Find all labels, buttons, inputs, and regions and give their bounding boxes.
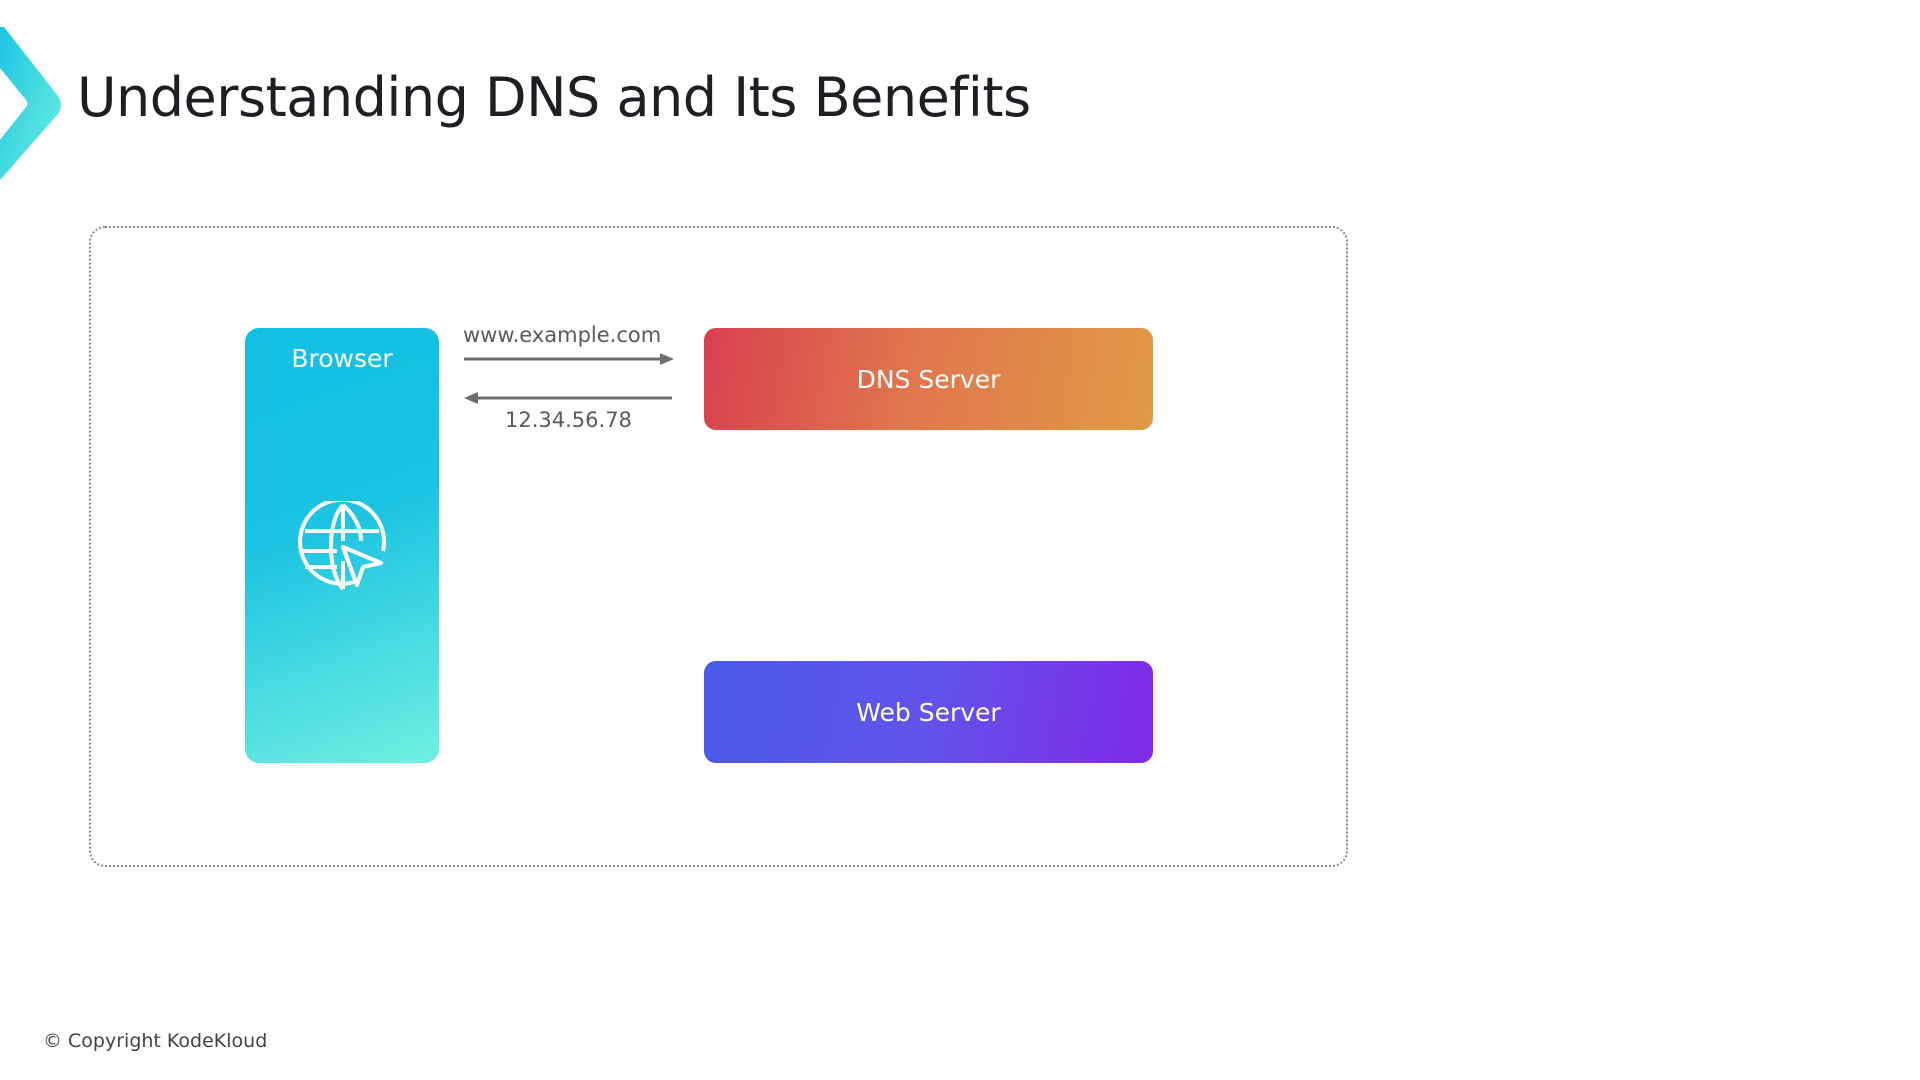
copyright-footer: © Copyright KodeKloud [43,1030,268,1052]
browser-label: Browser [291,344,393,373]
response-label: 12.34.56.78 [505,408,632,432]
slide-title: Understanding DNS and Its Benefits [77,66,1031,129]
globe-cursor-icon [298,501,387,591]
request-arrow [464,353,674,365]
diagram-frame [89,226,1348,867]
web-server-box: Web Server [704,661,1153,763]
kodekloud-chevron-logo [0,27,61,180]
browser-box: Browser [245,328,439,763]
dns-server-box: DNS Server [704,328,1153,430]
request-label: www.example.com [463,323,662,347]
dns-server-label: DNS Server [856,364,1001,394]
web-server-label: Web Server [856,697,1001,727]
response-arrow [464,392,672,404]
